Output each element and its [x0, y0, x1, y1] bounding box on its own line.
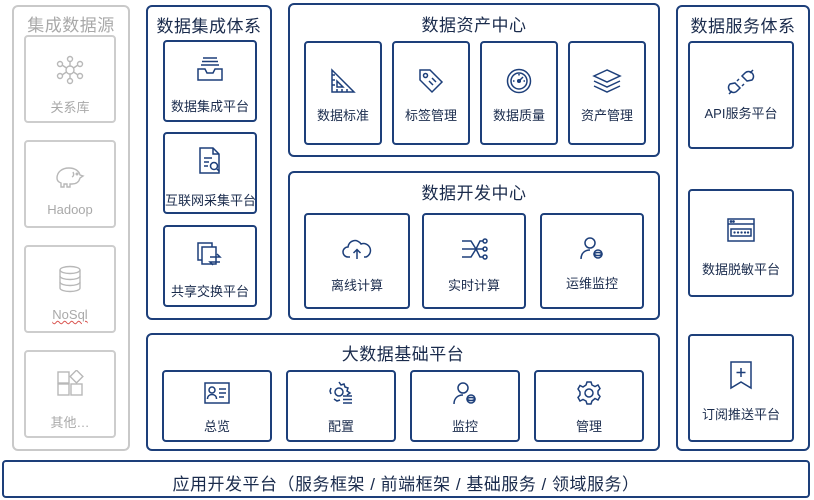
nosql-label: NoSql: [52, 307, 88, 322]
dev-label: 实时计算: [447, 278, 500, 293]
layers-icon: [570, 67, 644, 95]
service-label: 订阅推送平台: [701, 407, 780, 422]
source-card-hadoop[interactable]: Hadoop: [24, 140, 116, 228]
base-label: 管理: [575, 419, 602, 434]
integration-label: 互联网采集平台: [165, 193, 257, 208]
service-label: API服务平台: [704, 106, 778, 121]
dev-panel: 数据开发中心 离线计算 实时计算 运维监控: [288, 171, 660, 320]
base-label: 总览: [203, 419, 230, 434]
base-card-overview[interactable]: 总览: [162, 370, 272, 442]
integration-card-platform[interactable]: 数据集成平台: [163, 40, 257, 122]
blocks-icon: [26, 370, 114, 398]
gauge-icon: [482, 67, 556, 95]
base-platform-panel: 大数据基础平台 总览 配置 监控: [146, 333, 660, 451]
service-label: 数据脱敏平台: [701, 262, 780, 277]
relational-db-icon: [26, 55, 114, 85]
base-card-config[interactable]: 配置: [286, 370, 396, 442]
asset-card-quality[interactable]: 数据质量: [480, 41, 558, 145]
source-label: 关系库: [50, 100, 90, 115]
inbox-tray-icon: [165, 56, 255, 82]
source-label: 其他…: [50, 415, 90, 430]
source-label: NoSql: [26, 307, 114, 322]
base-label: 配置: [327, 419, 354, 434]
document-search-icon: [165, 146, 255, 176]
services-panel: 数据服务体系 API服务平台 数据脱敏平台 订阅推送: [676, 5, 810, 451]
config-gear-icon: [288, 380, 394, 406]
service-card-api[interactable]: API服务平台: [688, 41, 794, 149]
data-sources-panel: 集成数据源 关系库 Hadoop NoSql: [12, 5, 130, 451]
integration-card-exchange[interactable]: 共享交换平台: [163, 225, 257, 307]
service-card-masking[interactable]: 数据脱敏平台: [688, 189, 794, 297]
base-label: 监控: [451, 419, 478, 434]
dev-card-offline[interactable]: 离线计算: [304, 213, 410, 309]
base-platform-title: 大数据基础平台: [341, 345, 465, 364]
source-card-nosql[interactable]: NoSql: [24, 245, 116, 333]
service-card-subscribe[interactable]: 订阅推送平台: [688, 334, 794, 442]
dev-label: 离线计算: [330, 278, 383, 293]
integration-label: 共享交换平台: [170, 284, 249, 299]
asset-label: 资产管理: [580, 108, 633, 123]
source-card-relational[interactable]: 关系库: [24, 35, 116, 123]
settings-gear-icon: [536, 380, 642, 406]
integration-title: 数据集成体系: [156, 17, 262, 36]
cloud-upload-icon: [306, 237, 408, 261]
integration-panel: 数据集成体系 数据集成平台 互联网采集平台 共享交换平台: [146, 5, 272, 320]
dev-card-ops[interactable]: 运维监控: [540, 213, 644, 309]
masked-window-icon: [690, 217, 792, 243]
app-dev-platform-bar[interactable]: 应用开发平台（服务框架 / 前端框架 / 基础服务 / 领域服务）: [2, 460, 810, 498]
hadoop-elephant-icon: [26, 164, 114, 188]
asset-label: 数据质量: [492, 108, 545, 123]
database-stack-icon: [26, 265, 114, 293]
tag-icon: [394, 67, 468, 95]
integration-card-crawler[interactable]: 互联网采集平台: [163, 132, 257, 214]
plug-icon: [690, 67, 792, 97]
dev-card-realtime[interactable]: 实时计算: [422, 213, 526, 309]
dev-title: 数据开发中心: [421, 184, 527, 203]
exchange-files-icon: [165, 241, 255, 269]
user-monitor-icon: [412, 380, 518, 406]
asset-label: 标签管理: [404, 108, 457, 123]
app-dev-platform-label: 应用开发平台（服务框架 / 前端框架 / 基础服务 / 领域服务）: [172, 475, 640, 494]
bookmark-plus-icon: [690, 360, 792, 390]
source-card-other[interactable]: 其他…: [24, 350, 116, 438]
source-label: Hadoop: [47, 202, 93, 217]
assets-panel: 数据资产中心 数据标准 标签管理 数据质量: [288, 3, 660, 157]
asset-card-management[interactable]: 资产管理: [568, 41, 646, 145]
asset-label: 数据标准: [316, 108, 369, 123]
integration-label: 数据集成平台: [170, 99, 249, 114]
realtime-flow-icon: [424, 235, 524, 263]
asset-card-tags[interactable]: 标签管理: [392, 41, 470, 145]
asset-card-standard[interactable]: 数据标准: [304, 41, 382, 145]
user-monitor-icon: [542, 235, 642, 261]
base-card-monitor[interactable]: 监控: [410, 370, 520, 442]
data-sources-title: 集成数据源: [27, 16, 115, 35]
services-title: 数据服务体系: [690, 17, 796, 36]
ruler-triangle-icon: [306, 67, 380, 95]
dev-label: 运维监控: [565, 276, 618, 291]
id-card-icon: [164, 380, 270, 406]
assets-title: 数据资产中心: [421, 16, 527, 35]
base-card-manage[interactable]: 管理: [534, 370, 644, 442]
